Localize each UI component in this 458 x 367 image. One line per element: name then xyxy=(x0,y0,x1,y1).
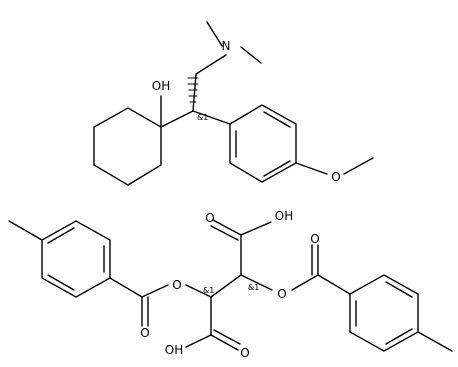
cyclohexane-ring xyxy=(93,107,162,186)
left-ring-double-3 xyxy=(47,274,75,291)
bond-aryl-o xyxy=(295,162,328,175)
bond-o-ester-left-carbonyl xyxy=(141,284,169,298)
aryl-double-2 xyxy=(263,111,291,128)
methoxyphenyl-ring xyxy=(229,104,297,183)
bond-cooh-bottom-c-o-double-b xyxy=(213,329,241,345)
bond-ch2-ch xyxy=(192,73,197,112)
stereo-label-tartrate-left: &1 xyxy=(203,286,214,295)
ditoluoyl-tartaric-acid-molecule xyxy=(8,219,453,352)
atom-label-o-ester-left: O xyxy=(172,278,181,292)
bond-left-ring-methyl xyxy=(8,220,43,241)
atom-label-oh-acid-bottom: OH xyxy=(165,343,183,357)
bond-c2-o-ester-right xyxy=(240,274,273,291)
bond-n-methyl-left xyxy=(206,21,223,47)
atom-label-oh-cyclohexyl: OH xyxy=(152,79,170,93)
bond-cooh-bottom-c-oh xyxy=(185,334,212,348)
toluyl-ring-left xyxy=(41,220,111,298)
stereo-hash-bond xyxy=(187,77,199,103)
bond-ester-right-carbonyl-ring xyxy=(317,274,351,295)
bond-c3-o-ester-left xyxy=(185,284,212,298)
atom-label-oh-acid-top: OH xyxy=(275,209,293,223)
bond-n-ch2 xyxy=(195,54,227,75)
stereo-label-tartrate-right: &1 xyxy=(248,283,259,292)
bond-o-methyl xyxy=(343,157,374,175)
bond-ester-left-carbonyl-ring xyxy=(109,277,143,298)
stereo-label-venlafaxine: &1 xyxy=(197,113,208,122)
venlafaxine-molecule xyxy=(93,21,374,186)
left-ring-double-2 xyxy=(47,227,75,244)
atom-label-o-carbonyl-ester-left: O xyxy=(140,326,149,340)
atom-label-o-carbonyl-acid-bottom: O xyxy=(240,346,249,360)
right-ring-double-3 xyxy=(385,328,413,345)
bond-right-ring-methyl xyxy=(417,331,453,352)
bond-ch-aryl xyxy=(192,110,231,125)
bond-cooh-bottom-c-o-double-a xyxy=(210,334,239,351)
bond-ch-cyclohexyl xyxy=(160,110,194,128)
atom-label-o-methoxy: O xyxy=(331,170,340,184)
bond-c2-c3 xyxy=(210,274,242,298)
bond-o-ester-right-carbonyl xyxy=(291,274,319,291)
bond-cooh-top-c-o-double-b xyxy=(210,225,239,241)
right-ring-double-2 xyxy=(385,281,413,298)
atom-label-o-ester-right: O xyxy=(277,287,286,301)
atom-label-o-carbonyl-ester-right: O xyxy=(310,232,319,246)
bond-n-methyl-right xyxy=(240,46,262,64)
aryl-double-3 xyxy=(263,160,291,177)
bond-cooh-top-c-o-double-a xyxy=(212,219,242,236)
atom-label-n: N xyxy=(222,39,231,53)
bond-cooh-top-c-oh xyxy=(240,221,272,236)
atom-label-o-carbonyl-acid-top: O xyxy=(205,211,214,225)
toluyl-ring-right xyxy=(349,274,419,352)
